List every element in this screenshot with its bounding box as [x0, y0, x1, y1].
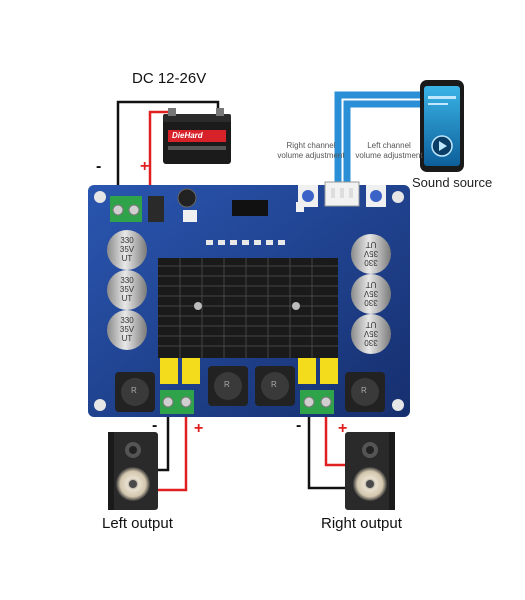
speaker-wires: [158, 405, 345, 492]
battery-brand-label: DieHard: [172, 131, 203, 140]
left-minus-sign: -: [152, 417, 158, 434]
inductor-tag: R: [224, 380, 230, 389]
cap-value: 330: [364, 338, 378, 347]
capacitor: [107, 230, 391, 354]
right-channel-line2: volume adjustment: [277, 151, 345, 160]
cap-brand: UT: [365, 280, 377, 289]
power-plus-sign: +: [140, 158, 150, 175]
cap-voltage: 35V: [363, 289, 379, 298]
cap-value: 330: [120, 236, 134, 245]
left-speaker-icon: [108, 432, 158, 510]
left-channel-line1: Left channel: [367, 141, 411, 150]
inductor-tag: R: [131, 386, 137, 395]
inductor-tag: R: [271, 380, 277, 389]
cap-brand: UT: [365, 320, 377, 329]
left-plus-sign: +: [194, 420, 204, 437]
audio-cable: [334, 91, 425, 185]
right-channel-adjustment-label: Right channel volume adjustment: [266, 141, 356, 161]
cap-brand: UT: [121, 254, 133, 263]
heatsink: [158, 258, 338, 358]
right-plus-sign: +: [338, 420, 348, 437]
cap-voltage: 35V: [119, 245, 135, 254]
cap-brand: UT: [121, 334, 133, 343]
left-output-terminal: [160, 390, 194, 414]
capacitor-text: 330 35V UT: [359, 240, 383, 267]
right-output-terminal: [300, 390, 334, 414]
audio-input-connector: [324, 181, 360, 207]
sound-source-label: Sound source: [412, 175, 493, 190]
amplifier-board: [88, 181, 410, 417]
power-terminal: [110, 196, 164, 222]
right-output-label: Right output: [321, 515, 402, 532]
cap-brand: UT: [121, 294, 133, 303]
inductor: [115, 366, 385, 412]
power-minus-sign: -: [96, 158, 102, 175]
capacitor-text: 330 35V UT: [359, 280, 383, 307]
cap-brand: UT: [365, 240, 377, 249]
ic-chip: [232, 200, 268, 216]
capacitor-text: 330 35V UT: [115, 316, 139, 343]
right-channel-line1: Right channel: [286, 141, 336, 150]
left-channel-adjustment-label: Left channel volume adjustment: [348, 141, 430, 161]
right-speaker-icon: [345, 432, 395, 510]
right-volume-pot: [298, 185, 318, 207]
cap-voltage: 35V: [119, 285, 135, 294]
cap-value: 330: [364, 298, 378, 307]
cap-voltage: 35V: [363, 249, 379, 258]
cap-value: 330: [120, 316, 134, 325]
film-capacitor: [160, 358, 338, 384]
battery-icon: [163, 108, 231, 164]
capacitor-text: 330 35V UT: [115, 236, 139, 263]
cap-value: 330: [120, 276, 134, 285]
cap-voltage: 35V: [363, 329, 379, 338]
phone-icon: [420, 80, 464, 172]
right-minus-sign: -: [296, 417, 302, 434]
capacitor-text: 330 35V UT: [359, 320, 383, 347]
left-channel-line2: volume adjustment: [355, 151, 423, 160]
left-volume-pot: [366, 185, 386, 207]
inductor-tag: R: [361, 386, 367, 395]
cap-value: 330: [364, 258, 378, 267]
power-label: DC 12-26V: [132, 70, 207, 87]
left-output-label: Left output: [102, 515, 173, 532]
cap-voltage: 35V: [119, 325, 135, 334]
capacitor-text: 330 35V UT: [115, 276, 139, 303]
